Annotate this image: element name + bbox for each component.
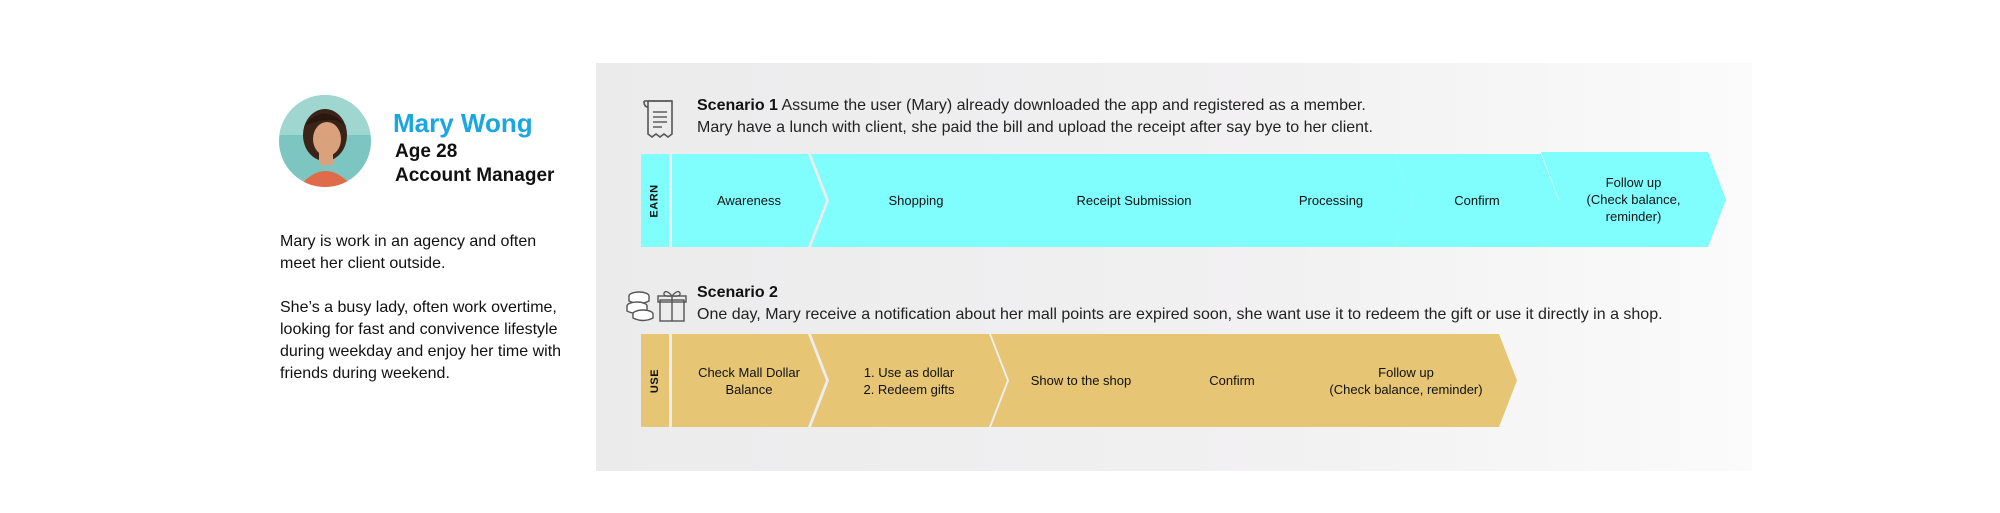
journey-step-confirm: Confirm — [1149, 334, 1315, 427]
journey-step-label: Show to the shop — [1030, 373, 1132, 388]
scenario-1-line-1: Assume the user (Mary) already downloade… — [781, 97, 1366, 114]
earn-stage-tab: EARN — [641, 154, 669, 247]
persona-avatar — [279, 95, 371, 187]
journey-step-label: Follow up (Check balance, reminder) — [1586, 175, 1681, 224]
scenario-2-title: Scenario 2 — [697, 284, 778, 301]
scenario-2-line-1: One day, Mary receive a notification abo… — [697, 306, 1663, 323]
scenario-2-text: Scenario 2 One day, Mary receive a notif… — [697, 282, 1663, 326]
journey-step-processing: Processing — [1249, 154, 1413, 247]
scenario-1-line-2: Mary have a lunch with client, she paid … — [697, 119, 1373, 136]
journey-step-label: Awareness — [716, 193, 782, 208]
earn-stage-label: EARN — [649, 183, 662, 218]
journey-step-confirm: Confirm — [1395, 154, 1559, 247]
journey-step-label: Confirm — [1209, 373, 1255, 388]
coins-gift-icon — [626, 290, 687, 322]
journey-step-label: Shopping — [888, 193, 944, 208]
receipt-icon — [643, 100, 673, 138]
journey-step-label: 1. Use as dollar 2. Redeem gifts — [863, 364, 955, 397]
journey-step-show-to-shop: Show to the shop — [991, 334, 1171, 427]
persona-description: Mary is work in an agency and often meet… — [280, 231, 570, 407]
journey-step-label: Confirm — [1454, 193, 1500, 208]
journey-step-label: Follow up (Check balance, reminder) — [1329, 364, 1483, 397]
journey-step-follow-up: Follow up (Check balance, reminder) — [1295, 334, 1517, 427]
journey-step-check-balance: Check Mall Dollar Balance — [672, 334, 826, 427]
avatar-photo — [279, 95, 371, 187]
use-stage-label: USE — [649, 368, 661, 393]
journey-step-label: Processing — [1298, 193, 1364, 208]
persona-description-paragraph: Mary is work in an agency and often meet… — [280, 233, 537, 272]
journey-step-follow-up: Follow up (Check balance, reminder) — [1541, 152, 1726, 247]
journey-step-awareness: Awareness — [672, 154, 826, 247]
persona-role: Account Manager — [395, 165, 555, 186]
journey-step-shopping: Shopping — [811, 154, 1021, 247]
persona-name: Mary Wong — [393, 108, 533, 138]
scenario-1-title: Scenario 1 — [697, 97, 778, 114]
journey-step-label: Receipt Submission — [1076, 193, 1192, 208]
journey-step-use-or-redeem: 1. Use as dollar 2. Redeem gifts — [811, 334, 1007, 427]
journey-step-receipt-submission: Receipt Submission — [1000, 154, 1268, 247]
persona-age: Age 28 — [395, 141, 458, 162]
persona-description-paragraph: She’s a busy lady, often work overtime, … — [280, 299, 562, 382]
use-stage-tab: USE — [641, 334, 669, 427]
scenario-1-text: Scenario 1 Assume the user (Mary) alread… — [697, 95, 1373, 139]
journey-step-label: Check Mall Dollar Balance — [698, 364, 800, 397]
